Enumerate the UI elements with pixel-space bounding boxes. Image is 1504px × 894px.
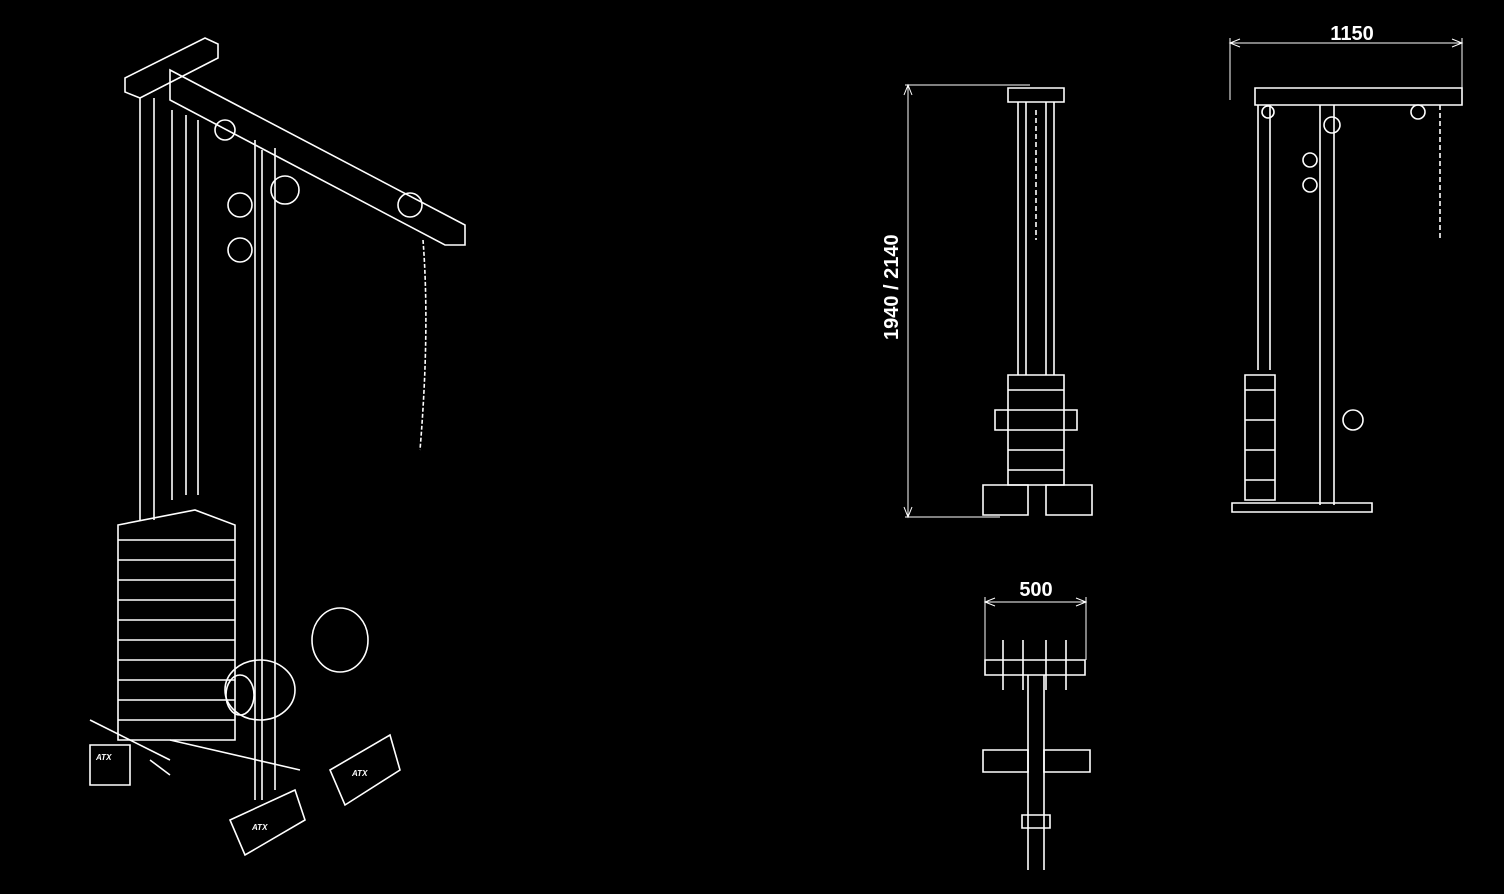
base-width-dimension-label: 500: [1019, 579, 1052, 601]
logo-text: ATX: [95, 753, 112, 762]
side-view: 1150: [1228, 23, 1464, 513]
height-dimension-label: 1940 / 2140: [881, 234, 903, 340]
front-view: 1940 / 2140: [881, 83, 1093, 519]
top-view: 500: [982, 579, 1091, 870]
logo-text: ATX: [251, 823, 268, 832]
width-dimension-label: 1150: [1330, 23, 1373, 45]
logo-text: ATX: [351, 769, 368, 778]
isometric-view: ATX ATX ATX: [89, 37, 466, 857]
